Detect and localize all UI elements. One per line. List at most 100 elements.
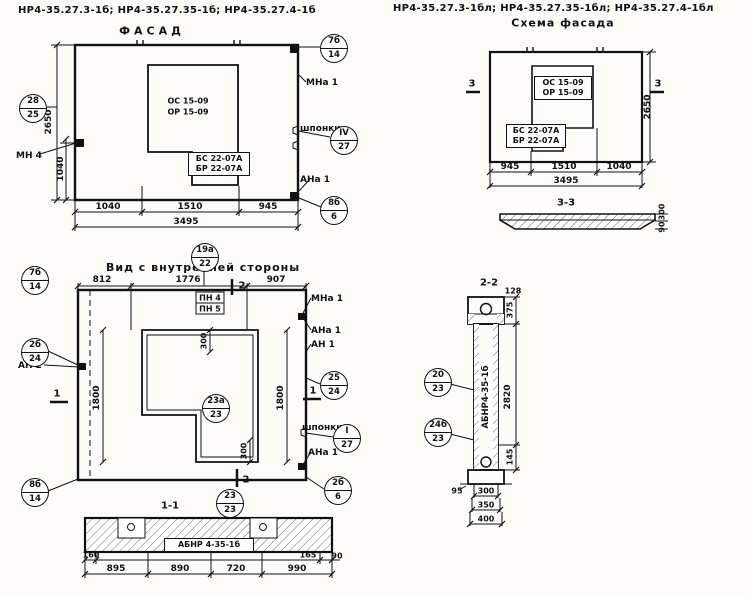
callout-top-value: 19а [192, 244, 218, 258]
position-callout: 23а 23 [202, 394, 230, 423]
callout-top-value: 24б [425, 419, 451, 433]
callout-bottom-value: 23 [432, 434, 444, 444]
position-callout: I 27 [333, 424, 361, 453]
section-mark-1: 1 [53, 388, 61, 400]
dim-label: 128 [504, 286, 522, 296]
section-1-1-mark-box: АБНР 4-35-1б [164, 538, 254, 552]
facade-block-mark-bottom: БР 22-07А [195, 164, 243, 173]
dim-label-height: 2820 [503, 384, 513, 410]
section-2-2-mark: АБНР4-35-1б [481, 363, 491, 431]
scheme-window-mark-bottom: ОР 15-09 [542, 88, 584, 97]
inner-label-ana1-lower: АНа 1 [308, 448, 338, 458]
position-callout: IV 27 [330, 126, 358, 155]
dim-label: 300 [239, 442, 249, 460]
dim-label: 945 [500, 162, 520, 172]
position-callout: 2б 24 [21, 338, 49, 367]
dim-label-height: 2650 [643, 94, 653, 120]
scheme-block-mark-top: БС 22-07А [512, 126, 560, 135]
facade-block-mark-top: БС 22-07А [195, 154, 243, 163]
callout-bottom-value: 23 [210, 410, 222, 420]
callout-top-value: 8б [321, 197, 347, 211]
dim-label: 300 [199, 332, 209, 350]
callout-top-value: 7б [22, 267, 48, 281]
dim-label: 1040 [95, 202, 121, 212]
inner-label-an1: АН 1 [311, 340, 335, 350]
callout-bottom-value: 22 [199, 259, 211, 269]
title-block-right: НР4-35.27.3-1бл; НР4-35.27.35-1бл; НР4-3… [393, 3, 714, 14]
dim-label: 1040 [606, 162, 632, 172]
position-callout: 20 23 [424, 368, 452, 397]
callout-top-value: 23а [203, 395, 229, 409]
section-1-1-mark: АБНР 4-35-1б [177, 540, 241, 549]
section-3-3-title: 3-3 [556, 197, 576, 209]
callout-top-value: 25 [321, 372, 347, 386]
dim-label: 990 [287, 564, 307, 574]
callout-top-value: 28 [20, 95, 46, 109]
dim-label: 400 [477, 514, 495, 524]
section-mark-2: 2 [242, 474, 250, 486]
dim-label: 375 [505, 301, 515, 319]
section-1-1-title: 1-1 [160, 500, 180, 512]
position-callout: 19а 22 [191, 243, 219, 272]
callout-top-value: 8б [22, 479, 48, 493]
position-callout: 8б 14 [21, 478, 49, 507]
scheme-block-mark-bottom: БР 22-07А [512, 136, 560, 145]
position-callout: 23 23 [216, 489, 244, 518]
position-callout: 24б 23 [424, 418, 452, 447]
dim-label: 300 [477, 486, 495, 496]
callout-top-value: 20 [425, 369, 451, 383]
section-mark-3: 3 [654, 78, 662, 90]
section-mark-3: 3 [468, 78, 476, 90]
inner-label-pn5: ПН 5 [199, 304, 221, 314]
facade-block-mark-box: БС 22-07А БР 22-07А [188, 152, 250, 176]
scheme-subtitle: Схема фасада [511, 16, 615, 30]
scheme-block-mark-box: БС 22-07А БР 22-07А [506, 124, 566, 148]
dim-label-total: 3495 [173, 217, 199, 227]
dim-label: 945 [258, 202, 278, 212]
dim-label: 895 [106, 564, 126, 574]
section-2-2-title: 2-2 [479, 277, 499, 289]
facade-window-mark-bottom: ОР 15-09 [167, 107, 209, 117]
position-callout: 25 24 [320, 371, 348, 400]
callout-top-value: IV [331, 127, 357, 141]
inner-label-pn4: ПН 4 [199, 293, 221, 303]
dim-label: 300 [657, 203, 667, 221]
dim-label: 350 [477, 500, 495, 510]
dim-label: 812 [92, 275, 112, 285]
dim-label: 95 [451, 486, 463, 496]
dim-label: 165 [299, 550, 317, 560]
dim-label: 907 [266, 275, 286, 285]
callout-bottom-value: 23 [432, 384, 444, 394]
dim-label-total: 3495 [553, 176, 579, 186]
dim-label: 90 [657, 221, 667, 233]
callout-top-value: 23 [217, 490, 243, 504]
dim-label: 1800 [92, 385, 102, 411]
facade-label-mna1: МНа 1 [306, 78, 338, 88]
dim-label: 1510 [177, 202, 203, 212]
dim-label: 890 [170, 564, 190, 574]
callout-top-value: 2б [325, 477, 351, 491]
scheme-window-mark-top: ОС 15-09 [542, 78, 584, 87]
dim-label: 90 [331, 551, 343, 561]
callout-top-value: 7б [321, 35, 347, 49]
dim-label: 1510 [551, 162, 577, 172]
inner-label-mna1: МНа 1 [311, 294, 343, 304]
section-mark-1: 1 [309, 385, 317, 397]
dim-label: 720 [226, 564, 246, 574]
scheme-window-mark-box: ОС 15-09 ОР 15-09 [534, 76, 592, 100]
callout-bottom-value: 27 [341, 440, 353, 450]
facade-window-mark-top: ОС 15-09 [167, 96, 209, 106]
dim-label: 145 [505, 448, 515, 466]
position-callout: 2б 6 [324, 476, 352, 505]
dim-label: 1040 [56, 156, 66, 182]
position-callout: 8б 6 [320, 196, 348, 225]
dim-label: 1776 [175, 275, 201, 285]
inner-label-shponki: шпонки [302, 423, 343, 433]
dim-label: 1800 [276, 385, 286, 411]
callout-bottom-value: 6 [335, 492, 341, 502]
callout-bottom-value: 14 [29, 282, 41, 292]
callout-bottom-value: 24 [29, 354, 41, 364]
callout-bottom-value: 25 [27, 110, 39, 120]
